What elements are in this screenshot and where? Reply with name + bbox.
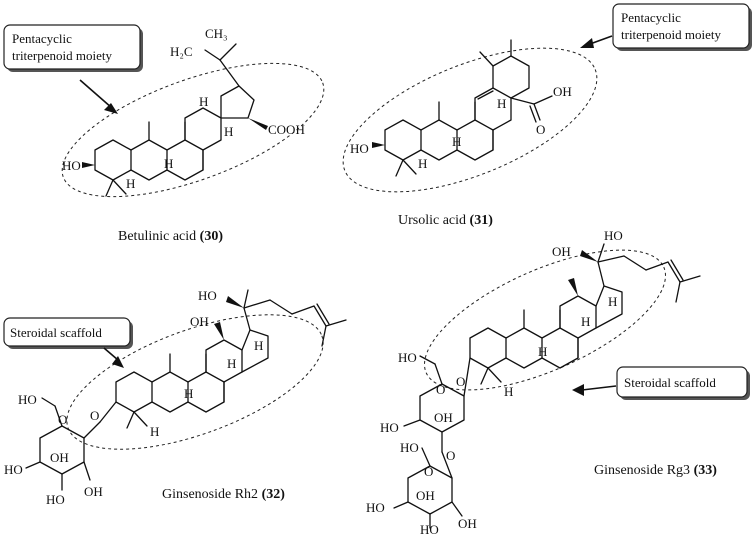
- h-label: H: [224, 124, 233, 139]
- rh2-scaffold-ellipse: [66, 314, 324, 450]
- ho-label: HO: [46, 492, 65, 507]
- arrow-head-icon: [112, 356, 124, 368]
- ho-label: HO: [380, 420, 399, 435]
- o-label: O: [90, 408, 99, 423]
- caption-rg3: Ginsenoside Rg3 (33): [594, 463, 717, 478]
- ho-label: HO: [398, 350, 417, 365]
- rg3-scaffold-ellipse: [424, 249, 666, 391]
- ho-label: HO: [604, 228, 623, 243]
- callout-pentacyclic-right: Pentacyclic triterpenoid moiety: [612, 3, 752, 51]
- oh-label: OH: [416, 488, 435, 503]
- svg-text:Pentacyclic: Pentacyclic: [621, 10, 681, 25]
- caption-betulinic: Betulinic acid (30): [118, 229, 223, 244]
- arrow-steroidal-right: [581, 385, 617, 391]
- oh-label: OH: [434, 410, 453, 425]
- ho-label: HO: [18, 392, 37, 407]
- h-label: H: [254, 338, 263, 353]
- oh-label: OH: [552, 244, 571, 259]
- h-label: H: [608, 294, 617, 309]
- caption-rh2: Ginsenoside Rh2 (32): [162, 487, 285, 502]
- cooh-label: COOH: [268, 122, 305, 137]
- callout-steroidal-left: Steroidal scaffold: [3, 317, 133, 349]
- oh-label: HO: [198, 288, 217, 303]
- h-label: H: [150, 424, 159, 439]
- ho-label: HO: [366, 500, 385, 515]
- h-label: H: [497, 96, 506, 111]
- o-label: O: [58, 412, 67, 427]
- ho-label: HO: [400, 440, 419, 455]
- o-label: O: [456, 374, 465, 389]
- svg-text:Steroidal scaffold: Steroidal scaffold: [624, 375, 716, 390]
- h-label: H: [164, 156, 173, 171]
- h-label: H: [504, 384, 513, 399]
- o-label: O: [436, 382, 445, 397]
- h-label: H: [126, 176, 135, 191]
- betulinic-moiety-ellipse: [61, 62, 325, 198]
- h-label: H: [581, 314, 590, 329]
- oh-label: OH: [50, 450, 69, 465]
- o-label: O: [446, 448, 455, 463]
- o-label: O: [536, 122, 545, 137]
- caption-ursolic: Ursolic acid (31): [398, 213, 493, 228]
- svg-text:triterpenoid moiety: triterpenoid moiety: [12, 48, 113, 63]
- arrow-pentacyclic-right: [589, 35, 613, 45]
- h-label: H: [418, 156, 427, 171]
- oh-label: OH: [553, 84, 572, 99]
- h-label: H: [538, 344, 547, 359]
- callout-steroidal-right: Steroidal scaffold: [616, 366, 750, 400]
- arrow-head-icon: [572, 384, 584, 396]
- h-label: H: [199, 94, 208, 109]
- svg-text:Steroidal scaffold: Steroidal scaffold: [10, 325, 102, 340]
- oh-label: OH: [190, 314, 209, 329]
- h-label: H: [184, 386, 193, 401]
- o-label: O: [424, 464, 433, 479]
- ursolic-moiety-ellipse: [342, 47, 598, 193]
- ho-label: HO: [420, 522, 439, 535]
- arrow-pentacyclic-left: [79, 79, 113, 109]
- ho-label: HO: [4, 462, 23, 477]
- ch3-label: CH₃: [205, 26, 228, 41]
- arrow-head-icon: [104, 103, 118, 114]
- ursolic-acid-structure: HO OH O H H H: [342, 39, 598, 193]
- arrow-steroidal-left: [103, 347, 119, 361]
- oh-label: OH: [84, 484, 103, 499]
- ho-label: HO: [350, 141, 369, 156]
- svg-text:triterpenoid moiety: triterpenoid moiety: [621, 27, 722, 42]
- oh-label: OH: [458, 516, 477, 531]
- ho-label: HO: [62, 158, 81, 173]
- ginsenoside-rh2-structure: HO OH H H H H O HO HO OH HO OH O: [4, 288, 347, 507]
- h2c-label: H₂C: [170, 44, 193, 59]
- h-label: H: [227, 356, 236, 371]
- callout-pentacyclic-left: Pentacyclic triterpenoid moiety: [3, 24, 143, 72]
- h-label: H: [452, 134, 461, 149]
- arrow-head-icon: [580, 38, 594, 48]
- ginsenoside-rg3-structure: OH HO H H H H O O HO HO OH O HO O HO OH …: [366, 228, 701, 535]
- betulinic-acid-structure: H₂C CH₃ COOH HO H H H H: [61, 26, 325, 198]
- svg-text:Pentacyclic: Pentacyclic: [12, 31, 72, 46]
